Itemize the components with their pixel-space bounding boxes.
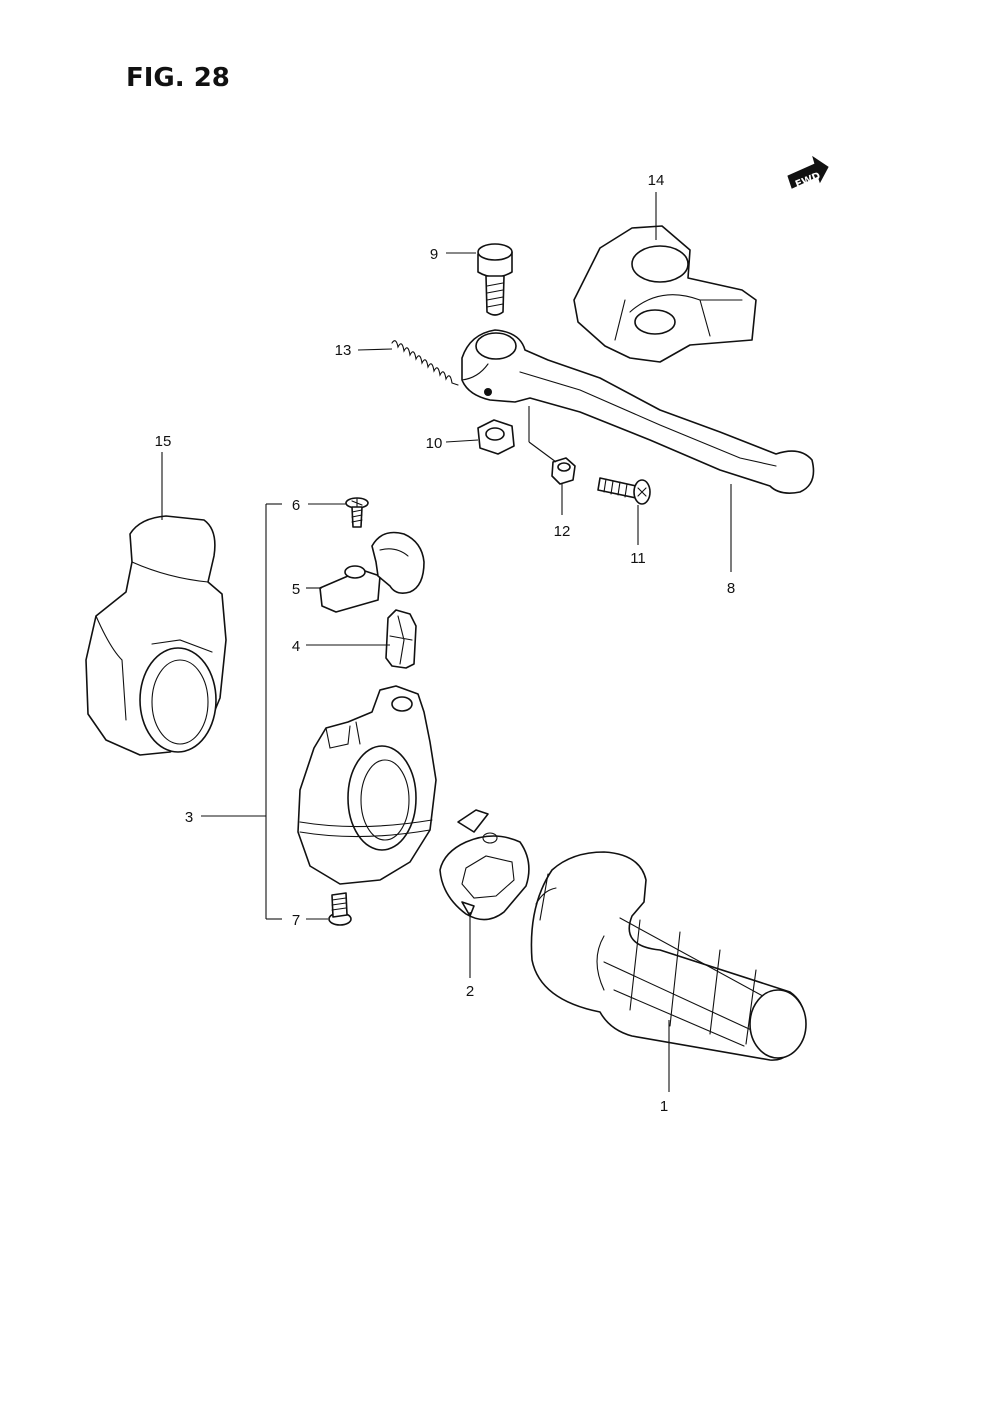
part-2-throttle-plate xyxy=(439,809,530,921)
part-7-screw xyxy=(328,892,352,926)
callout-2: 2 xyxy=(466,983,474,1000)
part-13-spring xyxy=(391,340,459,386)
part-10-lever-nut xyxy=(477,419,515,455)
part-6-screw xyxy=(345,497,369,528)
callout-11: 11 xyxy=(630,550,646,567)
forward-arrow-icon: FWD xyxy=(787,155,829,191)
callout-7: 7 xyxy=(292,912,300,929)
callout-1: 1 xyxy=(660,1098,668,1115)
part-3-switch-housing xyxy=(297,685,437,885)
part-15-switch-cover xyxy=(85,515,227,756)
part-5-clamp-plate xyxy=(319,531,425,613)
part-4-clip xyxy=(385,609,417,669)
callout-8: 8 xyxy=(727,580,735,597)
figure-title: FIG. 28 xyxy=(126,63,230,93)
callout-15: 15 xyxy=(155,433,172,450)
part-14-lever-cover xyxy=(573,225,757,363)
callout-12: 12 xyxy=(554,523,571,540)
callout-3: 3 xyxy=(185,809,193,826)
callout-14: 14 xyxy=(648,172,665,189)
callout-13: 13 xyxy=(335,342,352,359)
part-9-pivot-bolt xyxy=(477,243,513,316)
callout-5: 5 xyxy=(292,581,300,598)
callout-4: 4 xyxy=(292,638,300,655)
part-8-clutch-lever xyxy=(461,329,815,494)
callout-6: 6 xyxy=(292,497,300,514)
part-11-adjuster-screw xyxy=(597,477,651,505)
callout-10: 10 xyxy=(426,435,443,452)
callout-9: 9 xyxy=(430,246,438,263)
part-1-grip xyxy=(530,851,807,1061)
part-12-nut xyxy=(551,457,576,485)
leader-lines xyxy=(161,192,732,1092)
